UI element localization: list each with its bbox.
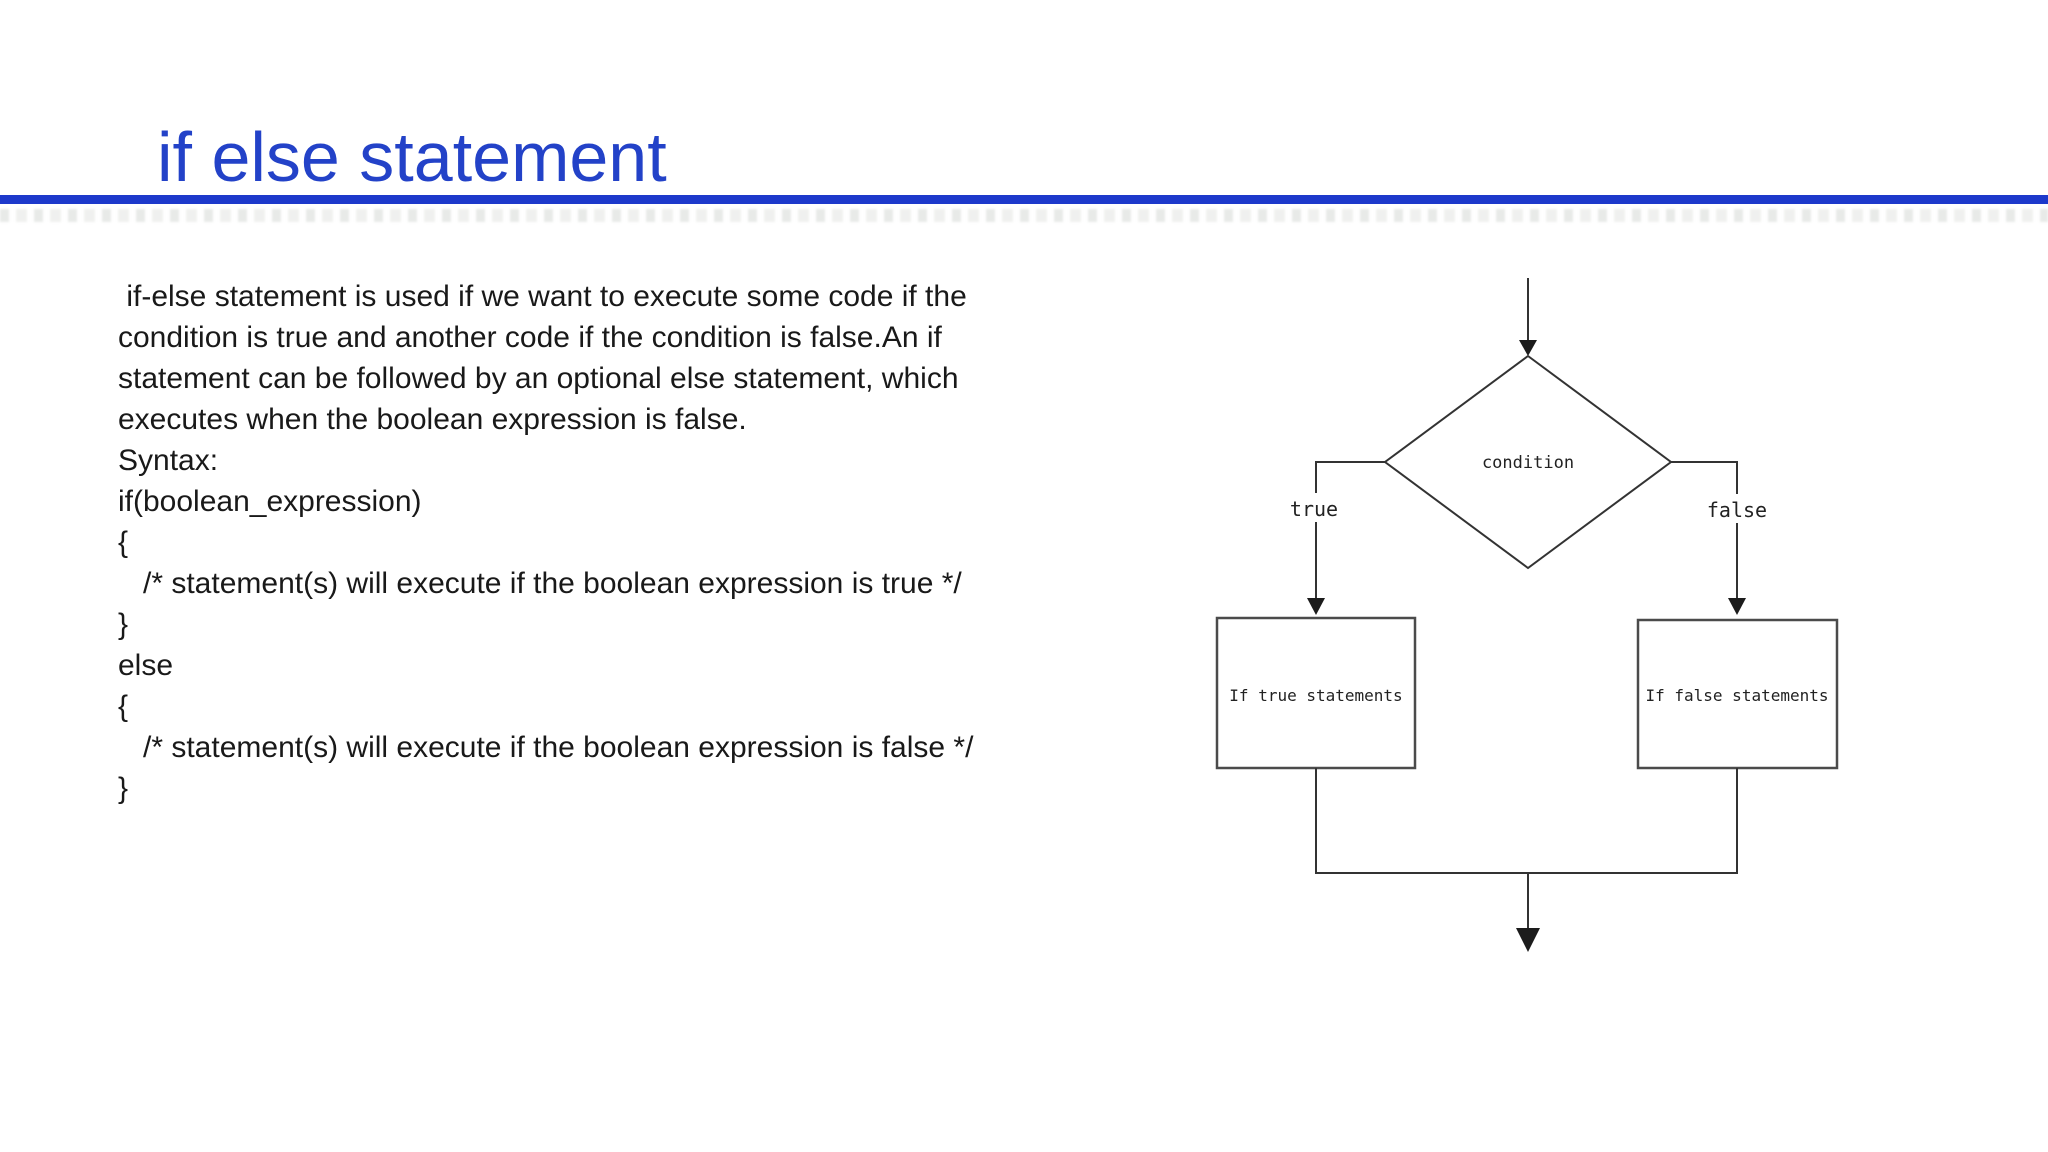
condition-label: condition <box>1482 453 1574 473</box>
body-line-code-comment: /* statement(s) will execute if the bool… <box>118 731 974 764</box>
body-line-code: } <box>118 772 129 805</box>
if-false-box-label: If false statements <box>1645 686 1828 705</box>
merge-connector-line <box>1315 768 1738 874</box>
body-line: condition is true and another code if th… <box>118 321 942 354</box>
body-line-code: { <box>118 690 129 723</box>
page-title: if else statement <box>157 118 667 196</box>
body-line-code: if(boolean_expression) <box>118 485 422 518</box>
body-line-code: else <box>118 649 174 682</box>
false-branch-line <box>1671 461 1738 600</box>
if-false-box <box>1636 618 1839 770</box>
false-branch-arrowhead-icon <box>1728 598 1746 615</box>
body-line: statement can be followed by an optional… <box>118 362 959 395</box>
condition-diamond <box>1383 354 1673 570</box>
true-label-background <box>1283 493 1345 522</box>
true-branch-label: true <box>1290 497 1338 521</box>
if-true-box <box>1215 616 1417 770</box>
true-branch-arrowhead-icon <box>1307 598 1325 615</box>
false-branch-label: false <box>1707 498 1767 522</box>
if-true-box-label: If true statements <box>1229 686 1402 705</box>
true-branch-line <box>1315 461 1385 600</box>
entry-arrowhead-icon <box>1519 340 1537 356</box>
body-line-syntax-heading: Syntax: <box>118 444 219 477</box>
compression-artifact-band <box>0 209 2048 222</box>
body-text-block: if-else statement is used if we want to … <box>118 276 1058 809</box>
body-line-code: } <box>118 608 129 641</box>
body-line-code: { <box>118 526 129 559</box>
body-line: executes when the boolean expression is … <box>118 403 747 436</box>
exit-arrowhead-icon <box>1516 928 1540 952</box>
title-underline-rule <box>0 195 2048 204</box>
body-line: if-else statement is used if we want to … <box>118 280 967 313</box>
false-label-background <box>1704 494 1770 523</box>
body-line-code-comment: /* statement(s) will execute if the bool… <box>118 567 962 600</box>
